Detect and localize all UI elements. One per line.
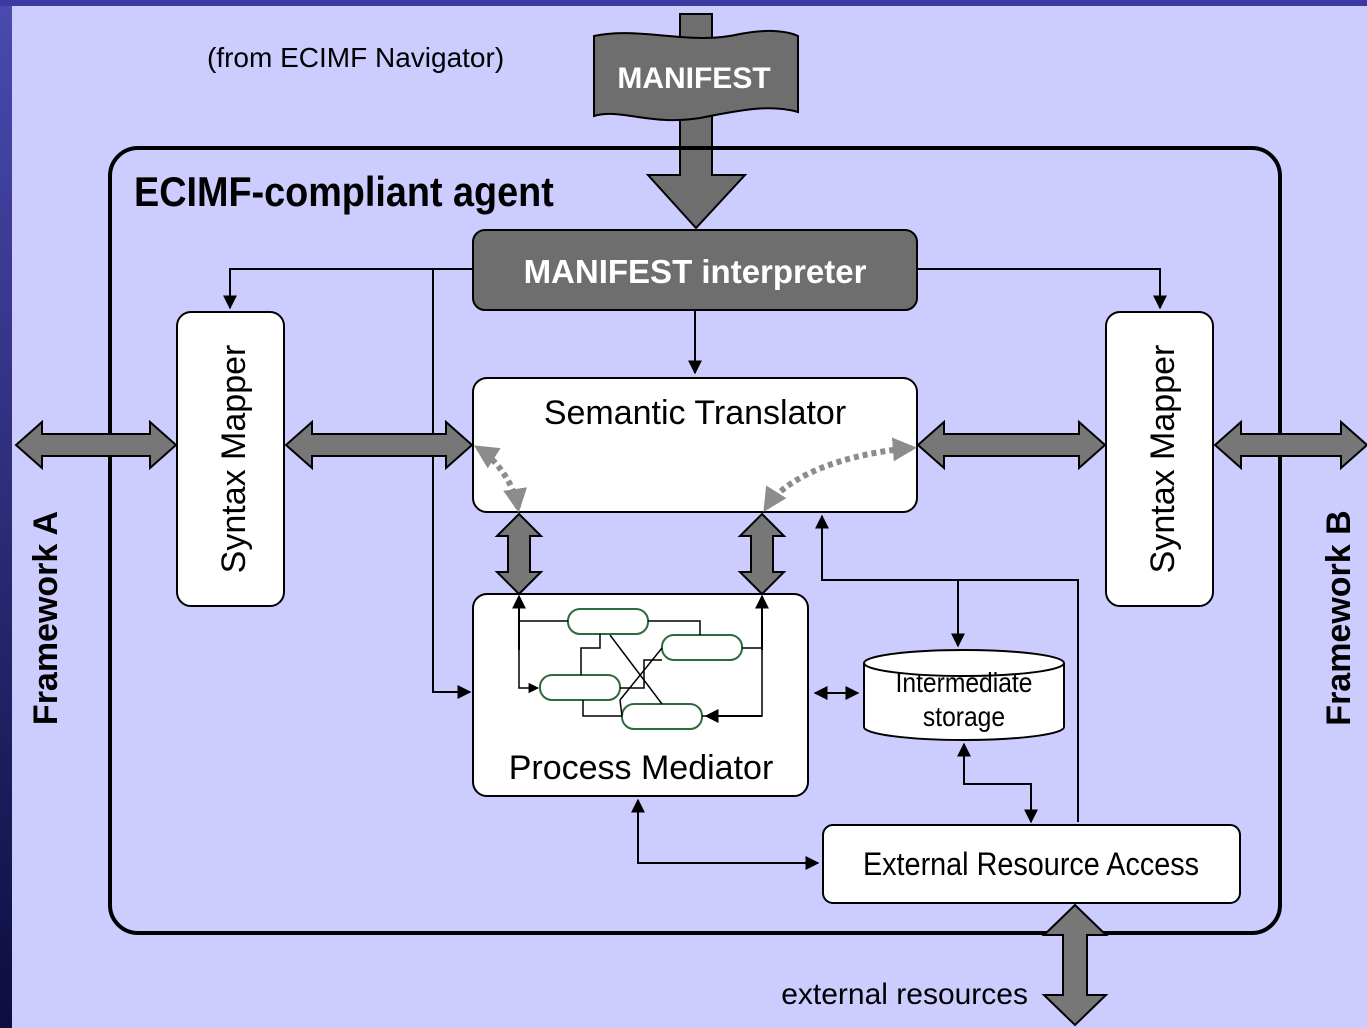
process-mediator-label: Process Mediator (509, 749, 774, 787)
control-lines (223, 268, 1167, 699)
data-flow-arrows (14, 419, 1367, 1027)
syntax-mapper-left (176, 311, 285, 607)
external-resources-label: external resources (781, 978, 1028, 1011)
agent-title: ECIMF-compliant agent (134, 169, 554, 215)
syntax-mapper-left-label: Syntax Mapper (215, 345, 253, 574)
intermediate-storage (863, 649, 1065, 741)
process-node (539, 674, 621, 701)
translator-mediator-arrow-left (494, 512, 544, 596)
process-connectors (512, 594, 769, 723)
storage-label-line2: storage (923, 701, 1005, 733)
framework-a-label: Framework A (27, 511, 65, 725)
thin-connectors (631, 514, 1079, 870)
manifest-document (593, 29, 799, 122)
translator-mediator-arrow-right (737, 512, 787, 596)
right-translator-mapper-arrow (916, 419, 1107, 471)
framework-b-label: Framework B (1320, 510, 1358, 725)
framework-a-arrow (14, 419, 178, 471)
source-label: (from ECIMF Navigator) (207, 42, 504, 73)
semantic-translator-label: Semantic Translator (544, 394, 846, 432)
manifest-label: MANIFEST (617, 62, 770, 95)
process-flow-graphic (518, 600, 763, 730)
manifest-interpreter-label: MANIFEST interpreter (524, 253, 867, 290)
framework-b-arrow (1213, 419, 1367, 471)
external-resource-access-label: External Resource Access (863, 847, 1199, 883)
external-resource-access-box (822, 824, 1241, 904)
syntax-mapper-right (1105, 311, 1214, 607)
process-node (567, 608, 649, 635)
left-edge-bar (0, 0, 12, 1028)
storage-label-line1: Intermediate (896, 667, 1033, 699)
process-node (621, 703, 703, 730)
left-mapper-translator-arrow (284, 419, 474, 471)
top-edge-bar (0, 0, 1367, 6)
syntax-mapper-right-label: Syntax Mapper (1144, 345, 1182, 574)
process-node (661, 634, 743, 661)
agent-container (108, 146, 1282, 935)
dotted-links (473, 437, 917, 513)
external-resources-arrow (1041, 903, 1109, 1027)
